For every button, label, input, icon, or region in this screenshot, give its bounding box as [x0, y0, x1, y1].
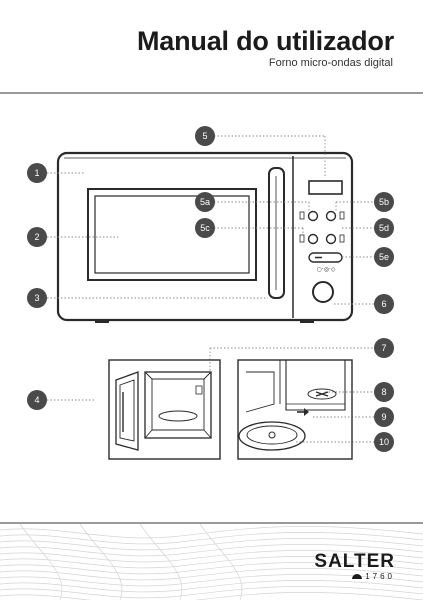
- footer-pattern: [0, 524, 423, 600]
- callout-3-label: 3: [34, 293, 39, 303]
- callout-5d: 5d: [374, 218, 394, 238]
- callout-9: 9: [374, 407, 394, 427]
- microwave-body: [56, 151, 354, 323]
- callout-5e: 5e: [374, 247, 394, 267]
- callout-5b-label: 5b: [379, 197, 389, 207]
- callout-10: 10: [374, 432, 394, 452]
- callout-5c-label: 5c: [200, 223, 210, 233]
- footer-divider: [0, 522, 423, 524]
- callout-5a: 5a: [195, 192, 215, 212]
- door-handle: [268, 167, 285, 299]
- brand-arc-icon: [352, 574, 363, 580]
- callout-1-label: 1: [34, 168, 39, 178]
- callout-3: 3: [27, 288, 47, 308]
- callout-8-label: 8: [381, 387, 386, 397]
- callout-4-label: 4: [34, 395, 39, 405]
- brand-name: SALTER: [314, 551, 395, 572]
- brand-year-row: 1760: [314, 572, 395, 581]
- header-divider: [0, 92, 423, 94]
- control-panel: ○·◎·◇: [299, 180, 345, 303]
- callout-5d-label: 5d: [379, 223, 389, 233]
- leader-lines: [47, 135, 374, 443]
- callout-1: 1: [27, 163, 47, 183]
- door-window: [87, 188, 257, 281]
- callout-4: 4: [27, 390, 47, 410]
- callout-10-label: 10: [379, 437, 389, 447]
- brand-logo: SALTER 1760: [314, 552, 395, 581]
- callout-5a-label: 5a: [200, 197, 210, 207]
- callout-5c: 5c: [195, 218, 215, 238]
- inset-turntable: [237, 359, 353, 460]
- callout-5e-label: 5e: [379, 252, 389, 262]
- callout-6: 6: [374, 294, 394, 314]
- callout-6-label: 6: [381, 299, 386, 309]
- svg-text:○·◎·◇: ○·◎·◇: [317, 266, 336, 273]
- callout-8: 8: [374, 382, 394, 402]
- page-subtitle: Forno micro-ondas digital: [268, 57, 393, 69]
- wave-pattern: [0, 524, 423, 600]
- callout-9-label: 9: [381, 412, 386, 422]
- callout-7: 7: [374, 338, 394, 358]
- callout-5-label: 5: [202, 131, 207, 141]
- callout-2-label: 2: [34, 232, 39, 242]
- callout-5: 5: [195, 126, 215, 146]
- inset-open-door: [108, 359, 221, 460]
- callout-7-label: 7: [381, 343, 386, 353]
- callout-5b: 5b: [374, 192, 394, 212]
- page-title: Manual do utilizador: [137, 26, 394, 56]
- brand-year: 1760: [365, 572, 395, 581]
- callout-2: 2: [27, 227, 47, 247]
